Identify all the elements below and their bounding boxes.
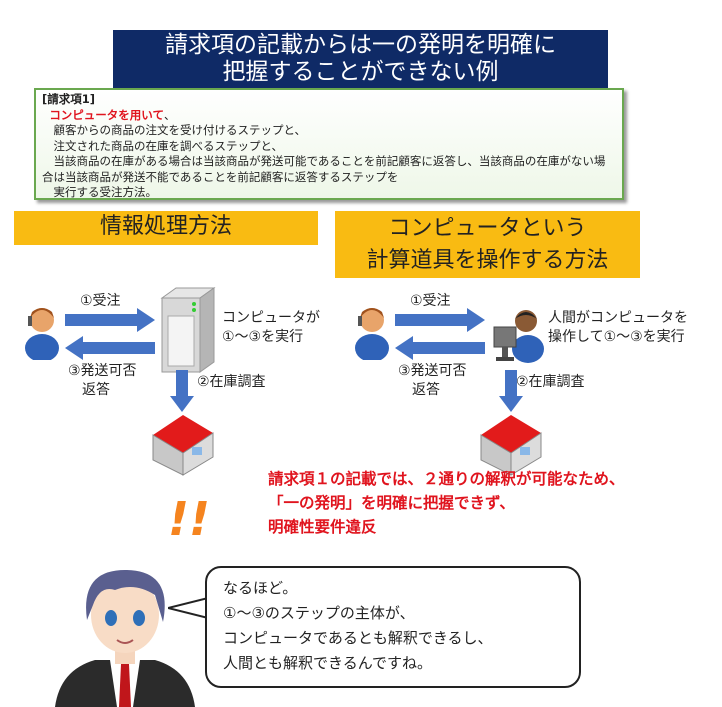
claim-line: 当該商品の在庫がある場合は当該商品が発送可能であることを前記顧客に返答し、当該商… [42, 154, 606, 184]
title-line-2: 把握することができない例 [222, 59, 499, 85]
reply-line-2: 返答 [82, 382, 110, 398]
claim-heading: [請求項1] [42, 92, 96, 106]
arrow-left-icon [395, 336, 485, 360]
bubble-line: ①～③のステップの主体が、 [223, 604, 415, 622]
order-label: ①受注 [410, 293, 451, 309]
claim-red-text: コンピュータを用いて [49, 107, 164, 122]
bubble-line: なるほど。 [223, 579, 298, 597]
note-line-2: 操作して①～③を実行 [548, 329, 685, 345]
bubble-line: コンピュータであるとも解釈できるし、 [223, 629, 493, 647]
server-icon [160, 287, 216, 373]
customer-icon [25, 308, 59, 360]
note-line-1: 人間がコンピュータを [548, 310, 688, 326]
reply-label: ③発送可否返答 [68, 362, 137, 400]
label-line-1: コンピュータという [388, 216, 587, 241]
reply-line-1: ③発送可否 [68, 363, 137, 379]
label-tool-operation: コンピュータという 計算道具を操作する方法 [335, 211, 640, 278]
reply-line-1: ③発送可否 [398, 363, 467, 379]
claim-comma: 、 [163, 107, 176, 122]
operator-icon [493, 310, 544, 363]
arrow-right-icon [395, 308, 485, 332]
arrow-left-icon [65, 336, 155, 360]
claim-box: [請求項1] コンピュータを用いて、 顧客からの商品の注文を受け付けるステップと… [34, 88, 624, 200]
title-line-1: 請求項の記載からは一の発明を明確に [165, 32, 556, 58]
conclusion-line-2: 「一の発明」を明確に把握できず、 [268, 494, 515, 512]
bubble-tail [168, 596, 209, 620]
speech-bubble: なるほど。 ①～③のステップの主体が、 コンピュータであるとも解釈できるし、 人… [205, 566, 581, 688]
claim-line: 注文された商品の在庫を調べるステップと、 [42, 138, 284, 153]
claim-line: 顧客からの商品の注文を受け付けるステップと、 [42, 123, 307, 137]
human-note: 人間がコンピュータを操作して①～③を実行 [548, 309, 688, 347]
stock-label: ②在庫調査 [516, 374, 585, 390]
arrow-down-icon [170, 370, 194, 412]
conclusion-line-3: 明確性要件違反 [268, 518, 377, 536]
arrow-down-icon [499, 370, 523, 412]
order-label: ①受注 [80, 293, 121, 309]
note-line-1: コンピュータが [222, 310, 320, 326]
conclusion-line-1: 請求項１の記載では、２通りの解釈が可能なため、 [268, 470, 625, 488]
warehouse-icon [152, 414, 214, 476]
conclusion-text: 請求項１の記載では、２通りの解釈が可能なため、 「一の発明」を明確に把握できず、… [268, 467, 625, 539]
label-info-processing: 情報処理方法 [14, 211, 318, 245]
exclamation-marks: !! [168, 492, 210, 546]
reply-label: ③発送可否返答 [398, 362, 467, 400]
customer-icon [355, 308, 389, 360]
computer-note: コンピュータが ①～③を実行 [222, 309, 320, 347]
claim-line: 実行する受注方法。 [42, 185, 157, 199]
slide-title: 請求項の記載からは一の発明を明確に 把握することができない例 [113, 30, 608, 88]
character-illustration [55, 570, 195, 707]
arrow-right-icon [65, 308, 155, 332]
stock-label: ②在庫調査 [197, 374, 266, 390]
note-line-2: ①～③を実行 [222, 329, 304, 345]
reply-line-2: 返答 [412, 382, 440, 398]
label-line-2: 計算道具を操作する方法 [366, 248, 609, 273]
bubble-line: 人間とも解釈できるんですね。 [223, 654, 432, 672]
